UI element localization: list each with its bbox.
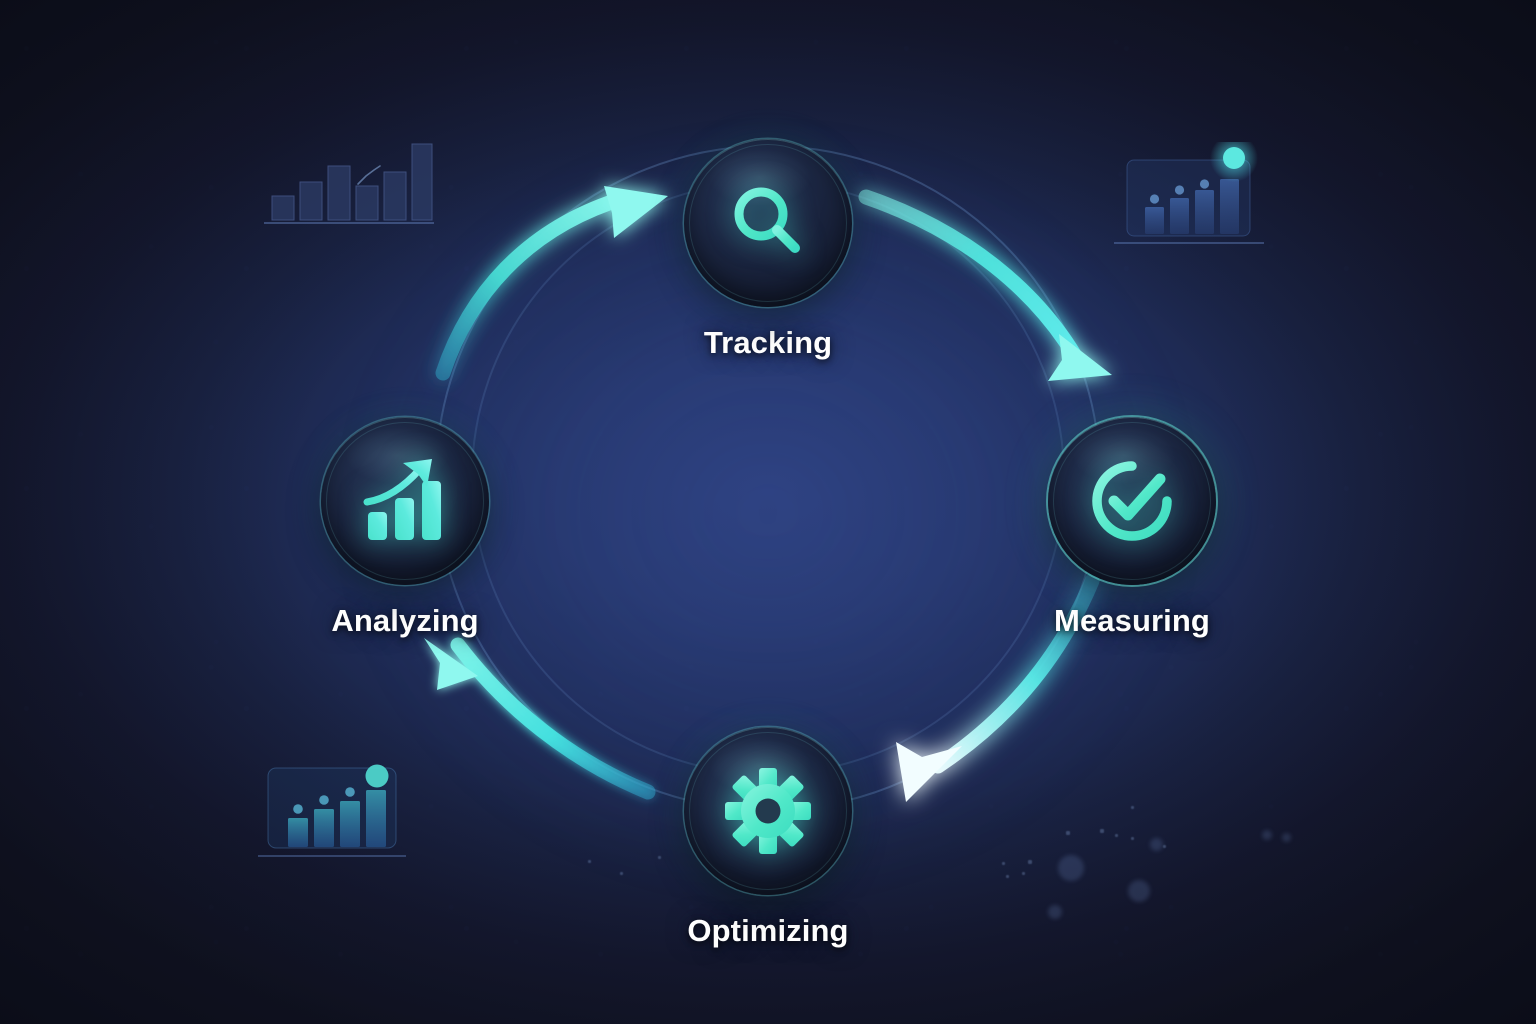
arrow-measuring-to-optimizing [896,573,1100,802]
node-tracking[interactable]: Tracking [684,139,852,361]
node-measuring[interactable]: Measuring [1048,417,1216,639]
bar-chart-watermark-top-left [262,140,437,225]
node-optimizing[interactable]: Optimizing [684,727,852,949]
growth-bar-chart-icon [360,457,450,545]
arrow-tracking-to-measuring [858,189,1112,381]
node-measuring-label: Measuring [1054,603,1210,638]
arrow-optimizing-to-analyzing [424,637,656,800]
node-tracking-circle[interactable] [684,139,852,307]
gear-icon [724,767,812,855]
node-measuring-circle[interactable] [1048,417,1216,585]
dashboard-card-watermark-top-right [1112,134,1277,260]
check-circle-icon [1084,453,1180,549]
magnifying-glass-icon [725,180,811,266]
node-analyzing-label: Analyzing [331,603,479,638]
node-analyzing-circle[interactable] [321,417,489,585]
dashboard-card-watermark-bottom-left [258,756,418,871]
node-optimizing-circle[interactable] [684,727,852,895]
node-optimizing-label: Optimizing [687,913,849,948]
node-analyzing[interactable]: Analyzing [321,417,489,639]
node-tracking-label: Tracking [703,325,833,360]
arrow-analyzing-to-tracking [435,186,668,381]
